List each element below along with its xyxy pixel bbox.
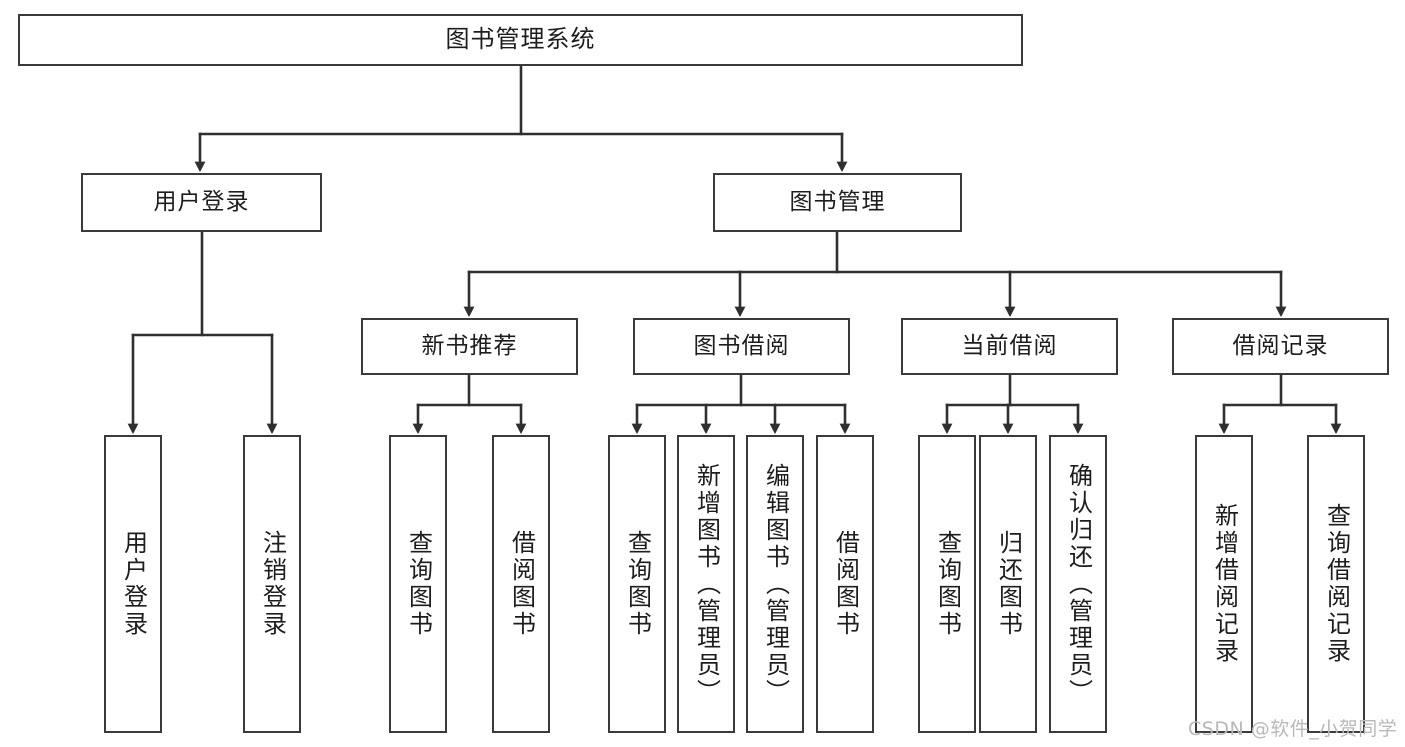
node-label: 新书推荐	[421, 333, 518, 360]
node-label: 借阅图书	[507, 530, 536, 638]
node-label: 图书管理	[789, 189, 886, 216]
leaf-return-book[interactable]: 归还图书	[979, 435, 1037, 733]
node-label: 查询图书	[623, 530, 652, 638]
node-new-book-recommend[interactable]: 新书推荐	[361, 318, 578, 375]
leaf-query-book-1[interactable]: 查询图书	[389, 435, 447, 733]
node-root-system[interactable]: 图书管理系统	[18, 14, 1023, 66]
node-current-borrow[interactable]: 当前借阅	[901, 318, 1118, 375]
leaf-query-book-2[interactable]: 查询图书	[608, 435, 666, 733]
node-label: 注销登录	[258, 530, 287, 638]
node-user-login[interactable]: 用户登录	[81, 173, 322, 232]
leaf-confirm-return[interactable]: 确认归还（管理员）	[1049, 435, 1107, 733]
node-borrow-record[interactable]: 借阅记录	[1172, 318, 1389, 375]
node-label: 确认归还（管理员）	[1064, 462, 1093, 706]
node-label: 用户登录	[119, 530, 148, 638]
leaf-user-login[interactable]: 用户登录	[104, 435, 162, 733]
leaf-add-book[interactable]: 新增图书（管理员）	[677, 435, 735, 733]
node-label: 借阅图书	[831, 530, 860, 638]
leaf-borrow-book-2[interactable]: 借阅图书	[816, 435, 874, 733]
node-label: 当前借阅	[961, 333, 1058, 360]
leaf-add-borrow-record[interactable]: 新增借阅记录	[1195, 435, 1253, 733]
node-label: 查询图书	[933, 530, 962, 638]
node-label: 编辑图书（管理员）	[761, 462, 790, 706]
node-label: 查询借阅记录	[1322, 503, 1351, 665]
leaf-logout[interactable]: 注销登录	[243, 435, 301, 733]
node-label: 归还图书	[994, 530, 1023, 638]
leaf-query-book-3[interactable]: 查询图书	[918, 435, 976, 733]
node-label: 借阅记录	[1232, 333, 1329, 360]
node-label: 图书管理系统	[445, 25, 596, 54]
node-label: 新增借阅记录	[1210, 503, 1239, 665]
watermark-text: CSDN @软件_小贺同学	[1188, 718, 1398, 740]
node-label: 图书借阅	[693, 333, 790, 360]
node-label: 查询图书	[404, 530, 433, 638]
node-label: 用户登录	[153, 189, 250, 216]
leaf-borrow-book-1[interactable]: 借阅图书	[492, 435, 550, 733]
node-book-borrow[interactable]: 图书借阅	[633, 318, 850, 375]
node-book-manage[interactable]: 图书管理	[713, 173, 962, 232]
leaf-query-borrow-record[interactable]: 查询借阅记录	[1307, 435, 1365, 733]
node-label: 新增图书（管理员）	[692, 462, 721, 706]
leaf-edit-book[interactable]: 编辑图书（管理员）	[746, 435, 804, 733]
